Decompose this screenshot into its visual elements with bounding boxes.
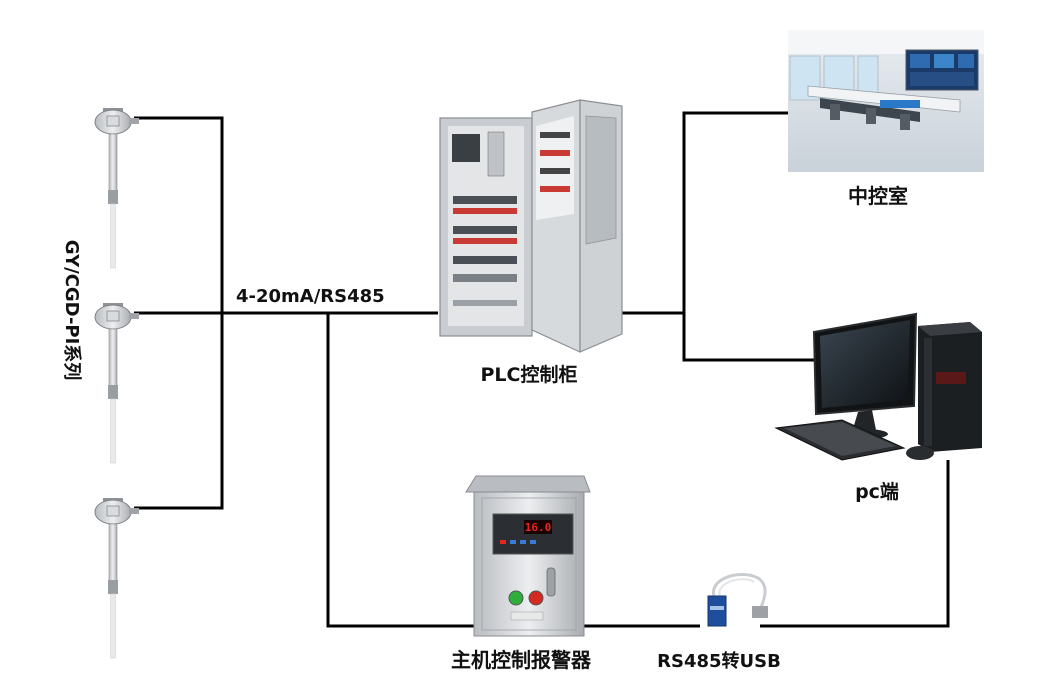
- connection-wires: [134, 111, 950, 628]
- control-room-icon: [788, 30, 984, 172]
- converter-label: RS485转USB: [657, 650, 781, 672]
- usb-converter-icon: [707, 573, 768, 627]
- plc-cabinet-icon: [439, 99, 623, 353]
- gas-detector-icon: [94, 497, 140, 659]
- gas-detector-icon: [94, 107, 140, 269]
- plc-cabinet-label: PLC控制柜: [481, 363, 578, 386]
- host-alarm-label: 主机控制报警器: [451, 648, 592, 672]
- alarm-box-icon: 16.0: [465, 475, 591, 637]
- sensor-series-label: GY/CGD-PI系列: [61, 240, 82, 381]
- alarm-display-reading: 16.0: [525, 521, 552, 534]
- pc-icon: [774, 312, 982, 461]
- signal-label: 4-20mA/RS485: [236, 286, 385, 307]
- gas-detector-icon: [94, 302, 140, 464]
- pc-label: pc端: [855, 480, 899, 503]
- control-room-label: 中控室: [848, 184, 908, 208]
